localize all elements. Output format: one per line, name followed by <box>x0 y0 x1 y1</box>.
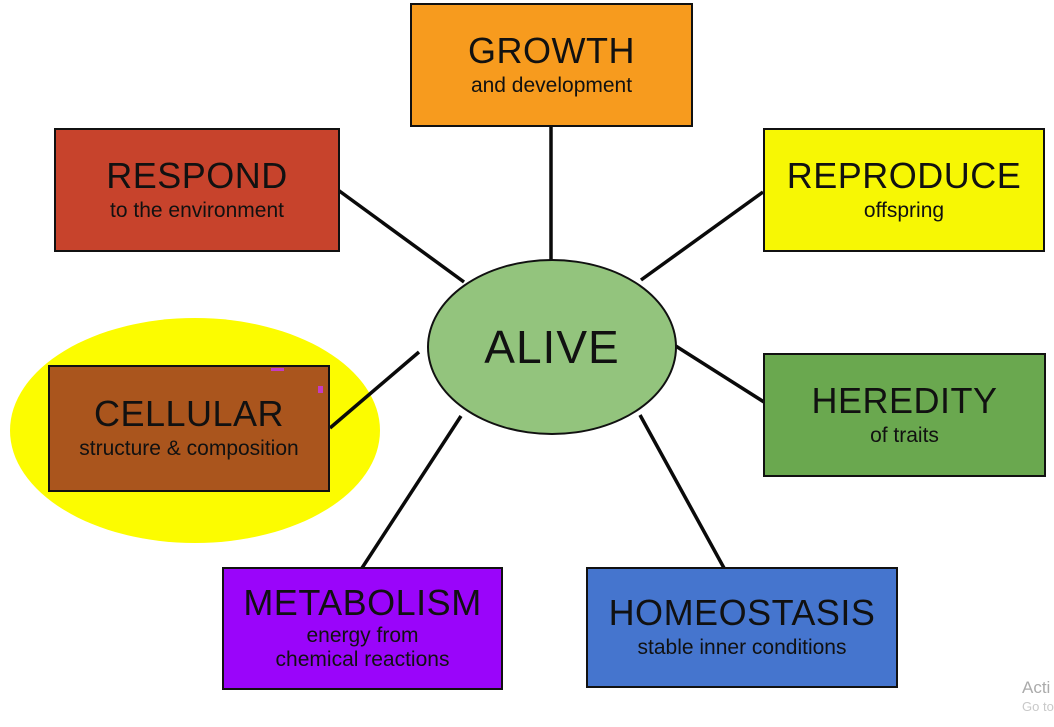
stray-mark <box>271 368 284 371</box>
node-respond: RESPOND to the environment <box>54 128 340 252</box>
node-growth-title: GROWTH <box>468 29 635 71</box>
node-cellular: CELLULAR structure & composition <box>48 365 330 492</box>
activation-watermark-line2: Go to <box>1022 699 1054 714</box>
connector-respond <box>336 188 466 284</box>
node-cellular-title: CELLULAR <box>93 393 285 435</box>
node-homeostasis: HOMEOSTASIS stable inner conditions <box>586 567 898 688</box>
node-metabolism-subtitle: energy from chemical reactions <box>275 623 450 672</box>
node-growth-subtitle: and development <box>470 73 633 97</box>
connector-homeostasis <box>638 414 726 569</box>
node-heredity: HEREDITY of traits <box>763 353 1046 477</box>
node-homeostasis-title: HOMEOSTASIS <box>608 592 876 634</box>
center-node-alive: ALIVE <box>427 259 677 435</box>
center-node-label: ALIVE <box>484 321 620 373</box>
node-metabolism: METABOLISM energy from chemical reaction… <box>222 567 503 690</box>
connector-cellular <box>328 350 421 430</box>
node-reproduce-subtitle: offspring <box>863 198 945 222</box>
node-reproduce: REPRODUCE offspring <box>763 128 1045 252</box>
node-reproduce-title: REPRODUCE <box>786 154 1022 196</box>
node-heredity-title: HEREDITY <box>811 379 998 421</box>
node-respond-subtitle: to the environment <box>110 198 284 222</box>
connector-metabolism <box>360 415 463 569</box>
stray-mark <box>318 386 323 393</box>
connector-reproduce <box>639 190 765 282</box>
node-homeostasis-subtitle: stable inner conditions <box>637 636 847 660</box>
node-metabolism-title: METABOLISM <box>243 581 482 623</box>
node-respond-title: RESPOND <box>106 154 288 196</box>
activation-watermark-line1: Acti <box>1022 678 1051 697</box>
connector-heredity <box>670 341 765 404</box>
node-growth: GROWTH and development <box>410 3 693 127</box>
node-heredity-subtitle: of traits <box>870 423 939 447</box>
node-cellular-subtitle: structure & composition <box>79 437 299 461</box>
